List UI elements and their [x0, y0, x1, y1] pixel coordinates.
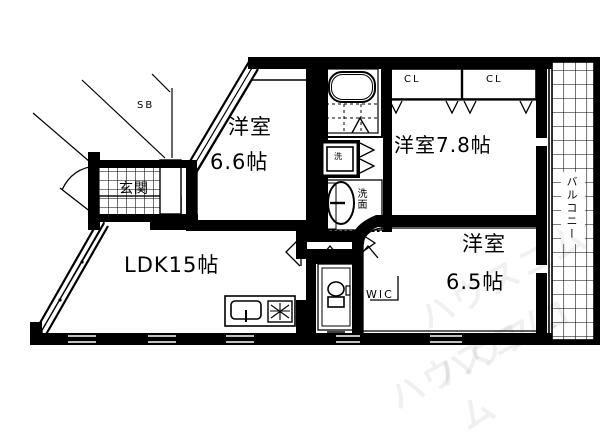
closet-label-1: CL: [404, 74, 421, 85]
balcony: [548, 58, 598, 344]
closet-label-2: CL: [486, 74, 503, 85]
room-label-ldk: LDK15帖: [124, 253, 220, 277]
room-washitsu-65: [352, 215, 547, 335]
genkan-label: 玄関: [119, 181, 149, 197]
room-ldk: [41, 222, 462, 343]
room-label-washitsu-66-name: 洋室: [228, 115, 272, 139]
room-washitsu-78: [387, 68, 547, 239]
washer-label: 洗: [334, 152, 342, 161]
room-label-washitsu-66-size: 6.6帖: [210, 150, 269, 174]
wic-and-toilet: [300, 244, 399, 335]
genkan-entrance: [32, 73, 198, 230]
balcony-label: バルコニー: [565, 176, 578, 241]
floor-plan-drawing: [30, 57, 600, 345]
room-label-washitsu-65-size: 6.5帖: [446, 270, 505, 294]
corridor-walls: [285, 231, 356, 335]
floor-plan: LDK15帖 洋室 6.6帖 洋室7.8帖 洋室 6.5帖 玄関 SB CL C…: [30, 57, 600, 439]
room-washitsu-66: [186, 69, 317, 231]
wall-details: [536, 138, 547, 273]
shoe-box-label: SB: [137, 100, 155, 111]
washbasin-label: 洗面: [355, 188, 366, 210]
wic-label: WIC: [366, 288, 394, 301]
room-label-washitsu-78: 洋室7.8帖: [394, 133, 492, 157]
room-label-washitsu-65-name: 洋室: [462, 232, 506, 256]
